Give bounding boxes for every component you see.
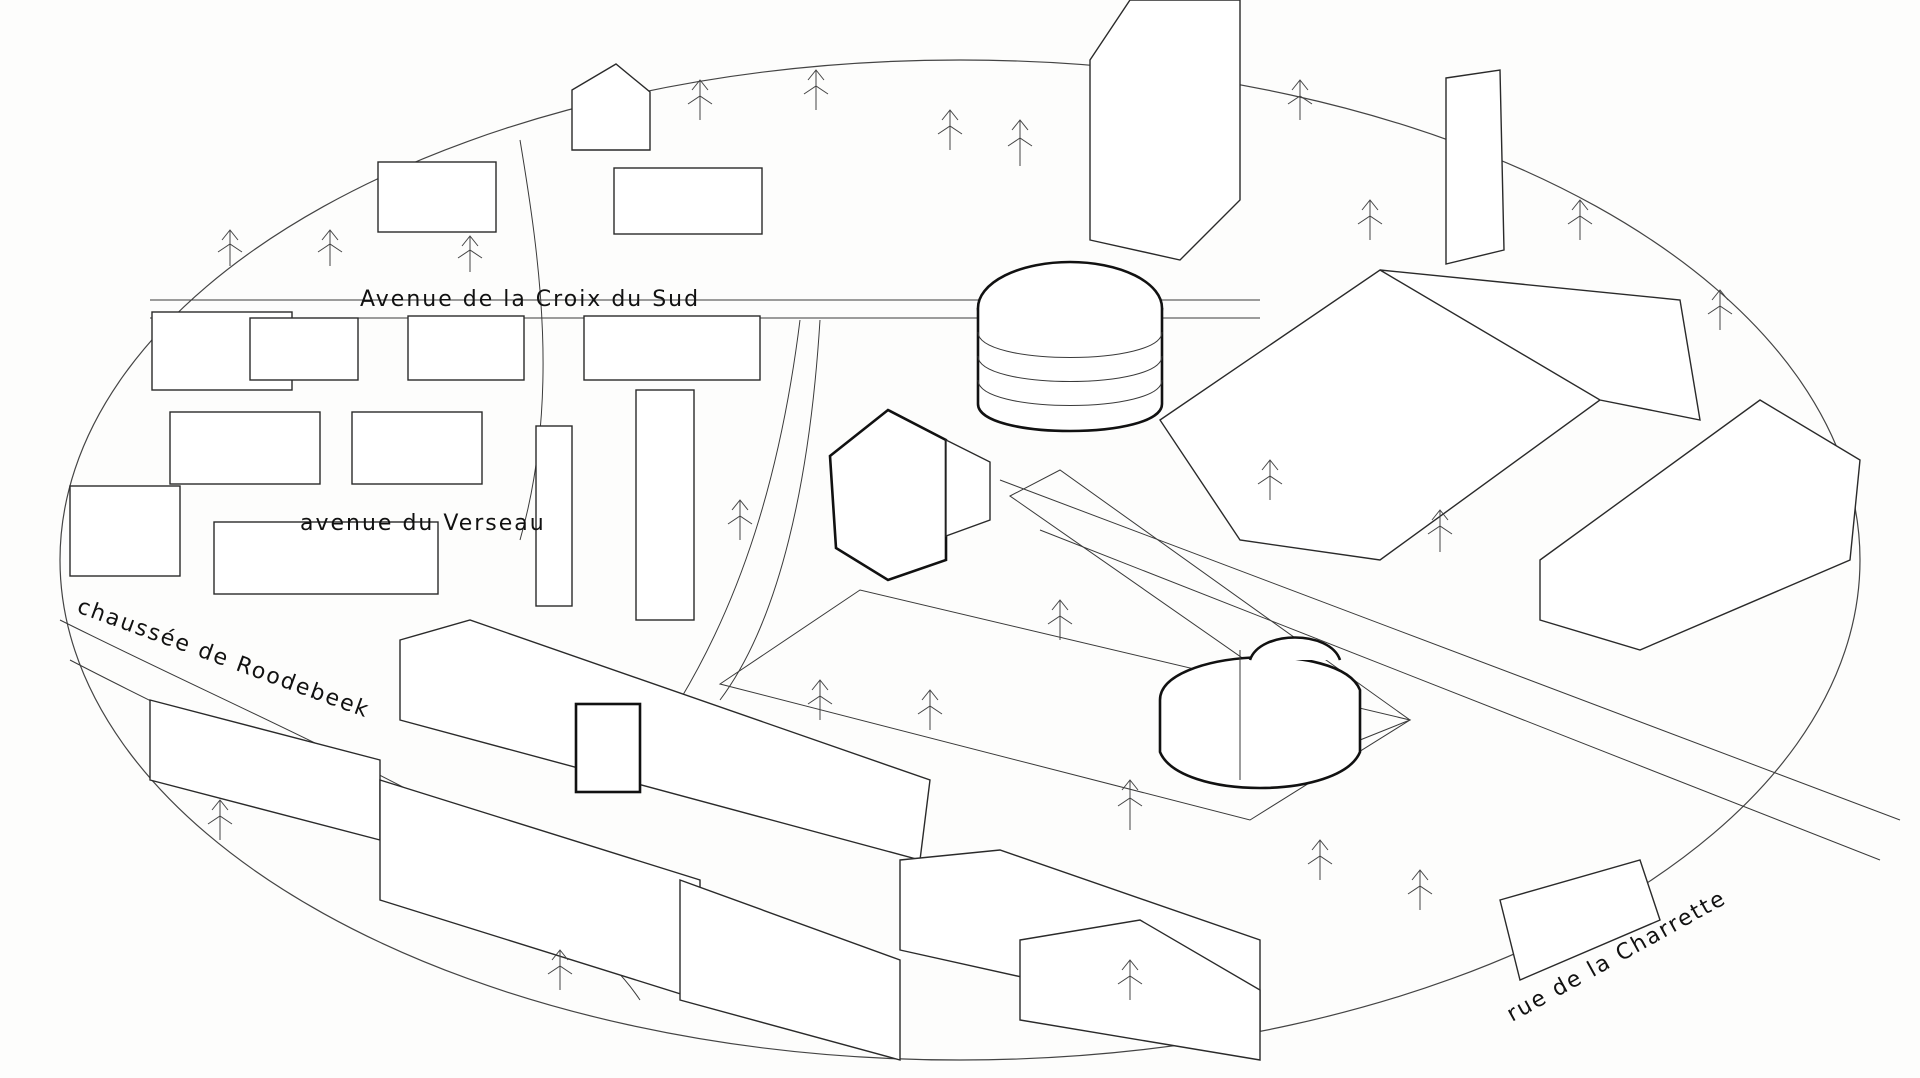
buildings-northwest: [69, 63, 763, 621]
tall-tower: [1089, 0, 1505, 265]
street-label-avenue-du-verseau: avenue du Verseau: [300, 511, 546, 536]
buildings-south: [899, 849, 1661, 1061]
street-label-avenue-croix-du-sud: Avenue de la Croix du Sud: [360, 287, 700, 312]
site-boundary-ellipse: [59, 59, 1861, 1061]
buildings-east: [1159, 269, 1861, 651]
curved-residential-building: [1158, 636, 1362, 790]
cylindrical-tower: [976, 260, 1164, 433]
trees: [207, 69, 1733, 1000]
central-house: [828, 408, 991, 582]
street-label-chaussee-de-roodebeek: chaussée de Roodebeek: [74, 594, 373, 723]
row-houses-southwest: [149, 619, 931, 1061]
